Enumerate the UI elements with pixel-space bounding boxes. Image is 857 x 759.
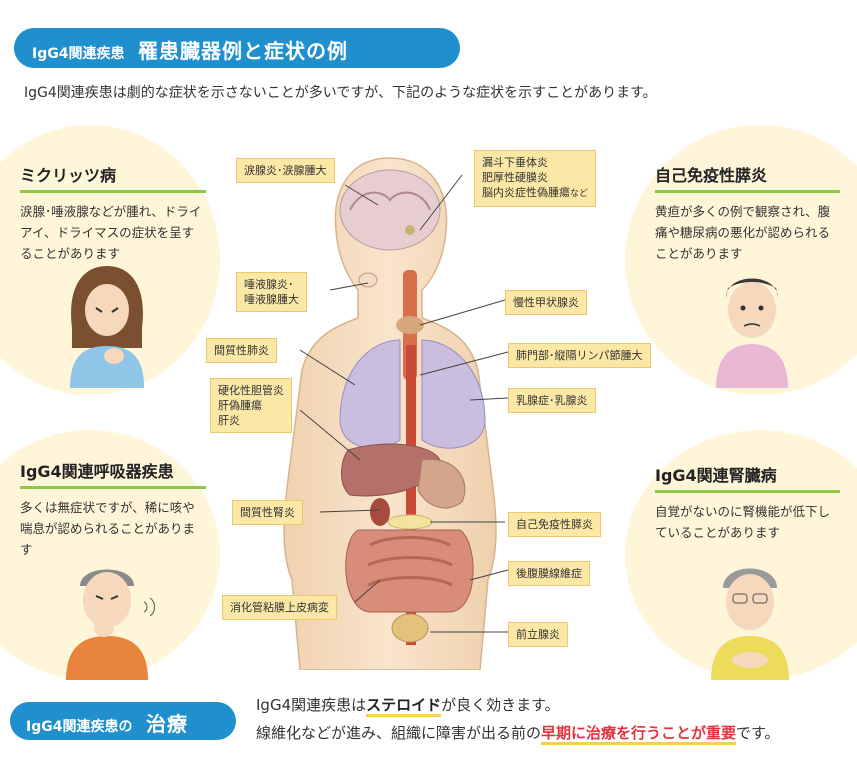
- right-lung: [421, 339, 486, 449]
- aorta: [406, 345, 416, 645]
- treatment-line-1: IgG4関連疾患はステロイドが良く効きます。: [256, 694, 560, 717]
- section-title-pill: IgG4関連疾患 罹患臓器例と症状の例: [14, 28, 460, 68]
- label-thyroid: 慢性甲状腺炎: [505, 290, 587, 315]
- treatment-title: 治療: [146, 712, 189, 736]
- label-gi-lesion: 消化管粘膜上皮病変: [222, 595, 337, 620]
- panel-text: 涙腺･唾液腺などが腫れ、ドライアイ、ドライマスの症状を呈することがあります: [20, 204, 202, 261]
- label-interstitial-nephritis: 間質性腎炎: [232, 500, 303, 525]
- panel-respiratory: IgG4関連呼吸器疾患 多くは無症状ですが、稀に咳や喘息が認められることがありま…: [20, 458, 206, 560]
- label-retroperitoneal: 後腹膜線維症: [508, 561, 590, 586]
- label-pituitary: 漏斗下垂体炎 肥厚性硬膜炎 脳内炎症性偽腫瘍など: [474, 150, 597, 207]
- label-autoimmune-pancreatitis: 自己免疫性膵炎: [508, 512, 601, 537]
- intestines: [345, 529, 474, 613]
- panel-text: 多くは無症状ですが、稀に咳や喘息が認められることがあります: [20, 500, 196, 557]
- man-illustration: [716, 278, 788, 388]
- label-salivary: 唾液腺炎･ 唾液腺腫大: [236, 272, 307, 312]
- panel-title: ミクリッツ病: [20, 162, 206, 193]
- panel-kidney: IgG4関連腎臓病 自覚がないのに腎機能が低下していることがあります: [655, 462, 840, 543]
- panel-text: 黄疸が多くの例で観察され、腹痛や糖尿病の悪化が認められることがあります: [655, 204, 831, 261]
- label-breast: 乳腺症･乳腺炎: [508, 388, 596, 413]
- pituitary-gland: [405, 225, 415, 235]
- label-prostate: 前立腺炎: [508, 622, 568, 647]
- early-treatment-highlight: 早期に治療を行うことが重要: [541, 724, 737, 745]
- label-lacrimal: 涙腺炎･涙腺腫大: [236, 158, 335, 183]
- section-title: 罹患臓器例と症状の例: [138, 39, 349, 63]
- section-title-prefix: IgG4関連疾患: [32, 46, 125, 62]
- woman-illustration: [70, 266, 144, 388]
- label-interstitial-pneumonia: 間質性肺炎: [206, 338, 277, 363]
- kidney: [370, 498, 390, 526]
- panel-mikulicz: ミクリッツ病 涙腺･唾液腺などが腫れ、ドライアイ、ドライマスの症状を呈することが…: [20, 162, 206, 264]
- treatment-line-2: 線維化などが進み、組織に障害が出る前の早期に治療を行うことが重要です。: [256, 722, 780, 745]
- panel-title: IgG4関連腎臓病: [655, 462, 840, 493]
- steroid-highlight: ステロイド: [366, 696, 442, 717]
- panel-title: IgG4関連呼吸器疾患: [20, 458, 206, 489]
- panel-text: 自覚がないのに腎機能が低下していることがあります: [655, 504, 831, 540]
- bladder: [391, 613, 429, 643]
- stomach: [417, 458, 466, 509]
- treatment-pill: IgG4関連疾患の 治療: [10, 702, 236, 740]
- older-man-coughing-illustration: [66, 569, 155, 680]
- panel-pancreatitis: 自己免疫性膵炎 黄疸が多くの例で観察され、腹痛や糖尿病の悪化が認められることがあ…: [655, 162, 840, 264]
- intro-text: IgG4関連疾患は劇的な症状を示さないことが多いですが、下記のような症状を示すこ…: [24, 85, 657, 101]
- treatment-prefix: IgG4関連疾患の: [26, 719, 133, 735]
- label-lymph: 肺門部･縦隔リンパ節腫大: [508, 343, 651, 368]
- panel-title: 自己免疫性膵炎: [655, 162, 840, 193]
- older-man-stomachache-illustration: [711, 568, 789, 680]
- label-biliary: 硬化性胆管炎 肝偽腫瘍 肝炎: [210, 378, 292, 433]
- thyroid: [396, 316, 424, 334]
- body-illustration: [283, 157, 497, 670]
